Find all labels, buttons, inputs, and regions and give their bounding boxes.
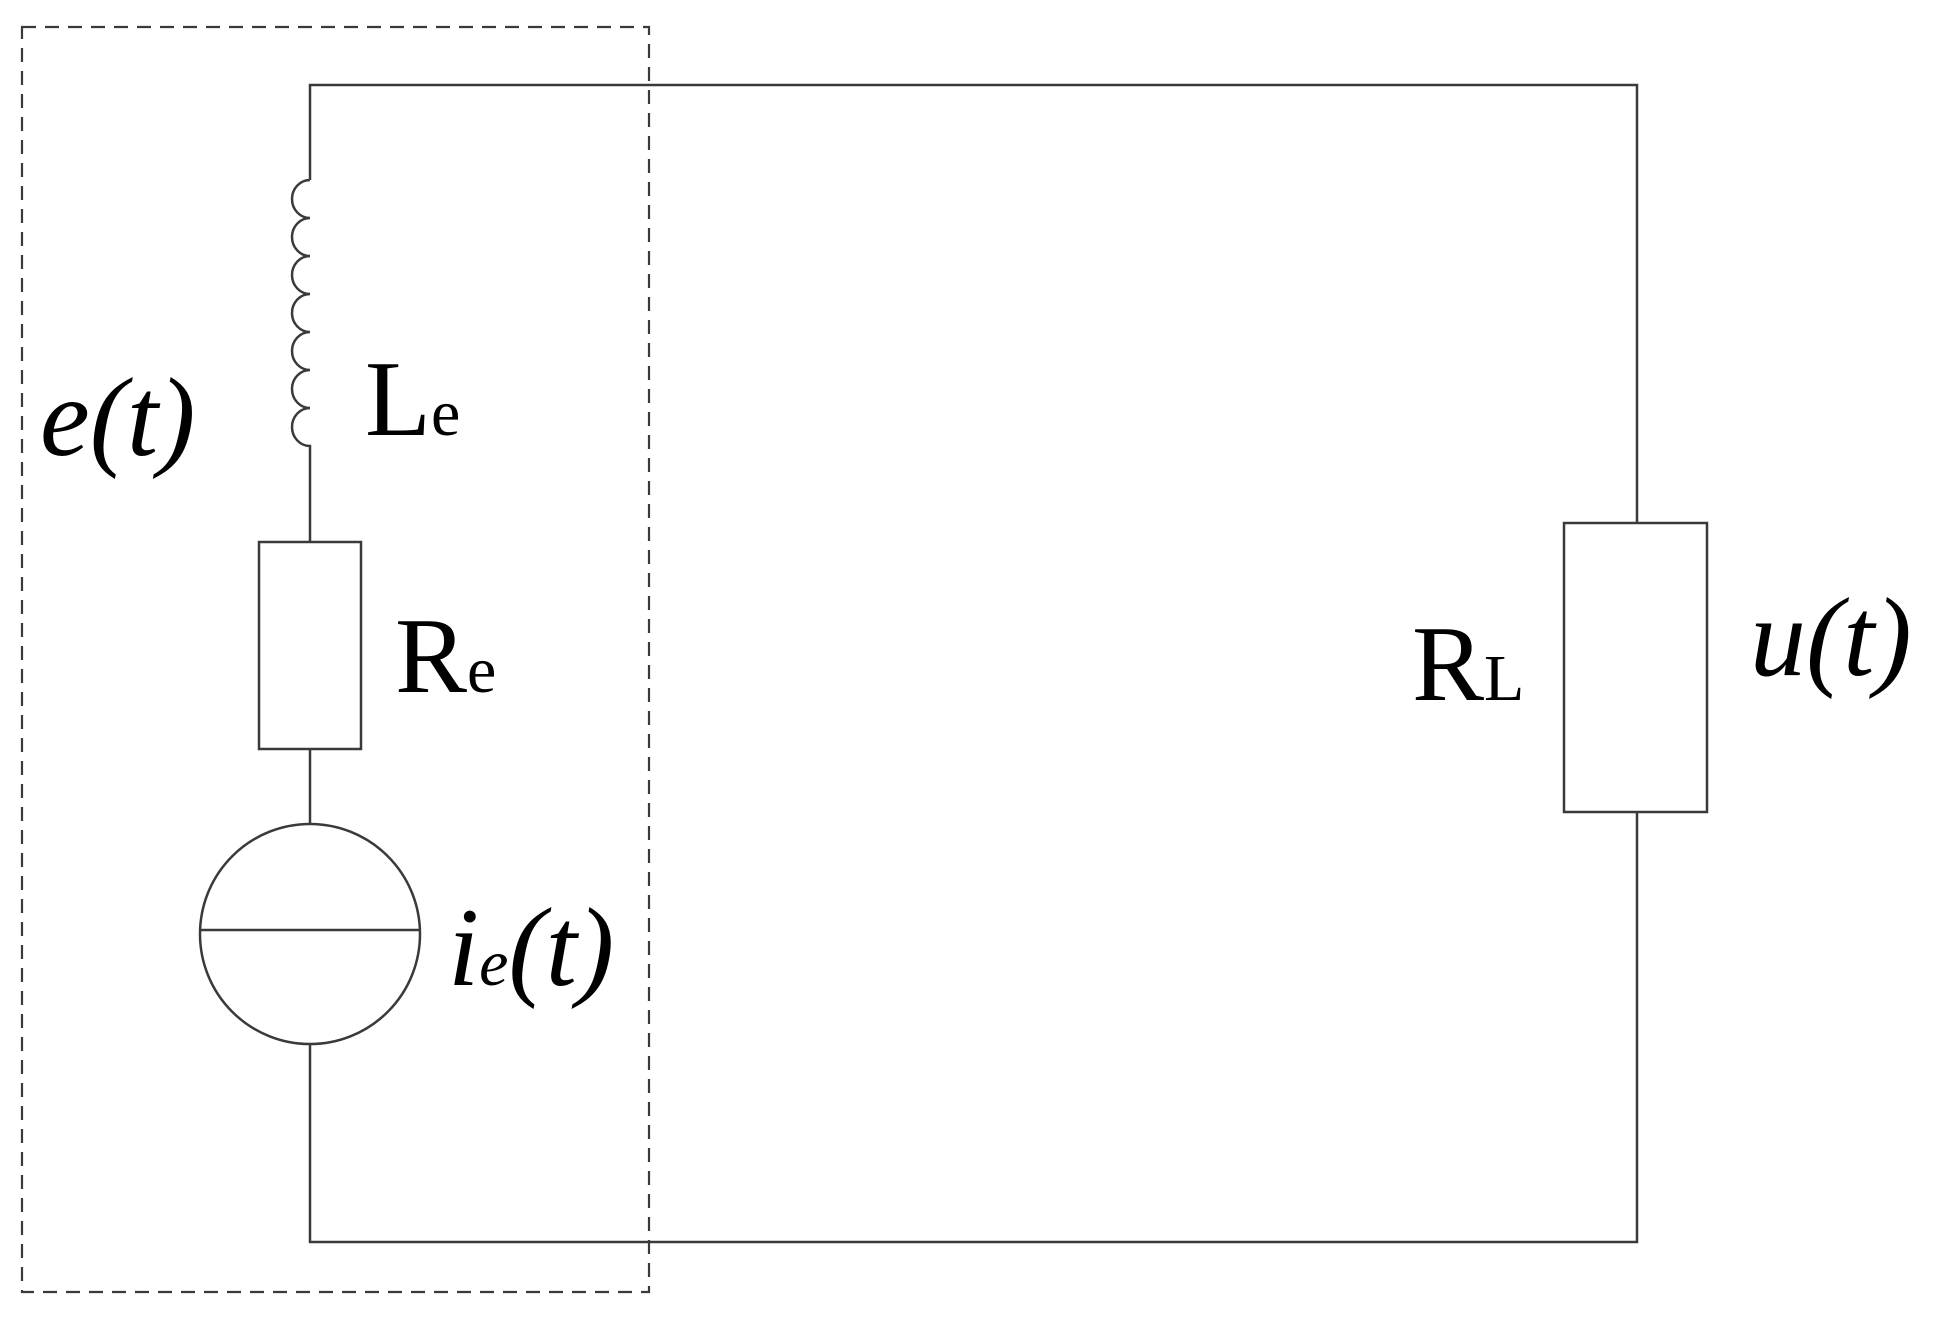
current-source-label-tail: (t) xyxy=(508,886,614,1010)
load-resistor-rl xyxy=(1562,521,1709,814)
inductor-label: Le xyxy=(365,340,460,459)
load-label: RL xyxy=(1412,605,1524,724)
current-source-ie xyxy=(198,822,422,1046)
source-boundary-dashed xyxy=(20,25,651,1294)
current-source-label-sub: e xyxy=(479,927,508,1000)
output-voltage-label: u(t) xyxy=(1750,576,1912,700)
inductor-label-main: L xyxy=(365,340,431,459)
bottom-wire xyxy=(308,812,1639,1244)
source-block-label: e(t) xyxy=(40,356,195,480)
load-label-sub: L xyxy=(1484,642,1524,715)
resistor-label-sub: e xyxy=(467,634,496,707)
inductor-le xyxy=(290,178,312,542)
load-label-main: R xyxy=(1412,605,1484,724)
top-wire xyxy=(308,83,1639,523)
current-source-label-main: i xyxy=(448,886,479,1010)
current-source-label: ie(t) xyxy=(448,886,614,1010)
resistor-label-main: R xyxy=(395,597,467,716)
resistor-re xyxy=(257,540,363,751)
inductor-label-sub: e xyxy=(431,377,460,450)
resistor-label: Re xyxy=(395,597,496,716)
